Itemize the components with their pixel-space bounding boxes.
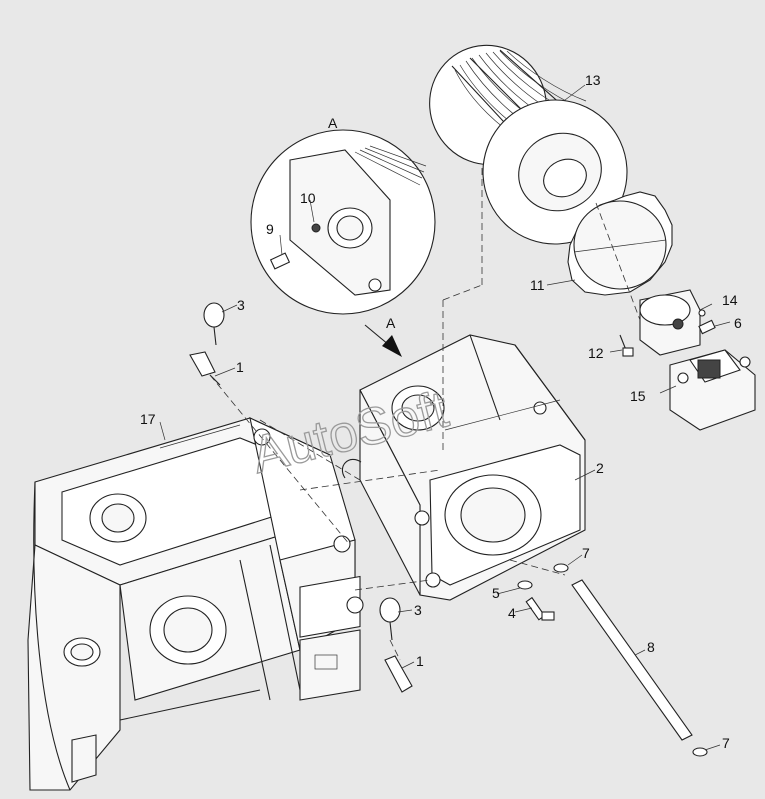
valve-block (669, 349, 756, 431)
callout-5: 5 (492, 585, 500, 601)
pin-1-upper (189, 351, 221, 386)
ring-7 (553, 563, 708, 757)
callout-7-upper: 7 (582, 545, 590, 561)
detail-view-a (250, 129, 436, 315)
assembly-lines (209, 165, 641, 661)
callout-6: 6 (734, 315, 742, 331)
callout-8: 8 (647, 639, 655, 655)
callout-1-upper: 1 (236, 359, 244, 375)
arrow-label-a: A (386, 315, 396, 331)
callout-4: 4 (508, 605, 516, 621)
callout-11: 11 (530, 277, 545, 293)
view-arrow-a (364, 324, 402, 357)
callout-15: 15 (630, 388, 646, 404)
callout-3-lower: 3 (414, 602, 422, 618)
leader-lines (159, 84, 731, 751)
callout-1-lower: 1 (416, 653, 424, 669)
callout-2: 2 (596, 460, 604, 476)
main-frame (27, 417, 364, 791)
gear-ring (567, 191, 673, 296)
callout-7-lower: 7 (722, 735, 730, 751)
callout-17: 17 (140, 411, 156, 427)
callout-12: 12 (588, 345, 604, 361)
winch-frame (341, 334, 586, 601)
callouts: 13 A 10 9 3 1 A 17 11 12 14 6 15 2 7 5 4… (140, 72, 742, 751)
bolt-4 (525, 596, 555, 621)
bolt-12 (619, 334, 634, 357)
retainer-3-upper (203, 302, 225, 346)
pin-8 (571, 579, 693, 741)
callout-9: 9 (266, 221, 274, 237)
hydraulic-motor (639, 289, 716, 356)
detail-label-a: A (328, 115, 338, 131)
pin-1-lower (384, 655, 413, 693)
callout-10: 10 (300, 190, 316, 206)
callout-13: 13 (585, 72, 601, 88)
retainer-3-lower (379, 597, 401, 641)
callout-3-upper: 3 (237, 297, 245, 313)
washer-5 (517, 580, 533, 590)
callout-14: 14 (722, 292, 738, 308)
